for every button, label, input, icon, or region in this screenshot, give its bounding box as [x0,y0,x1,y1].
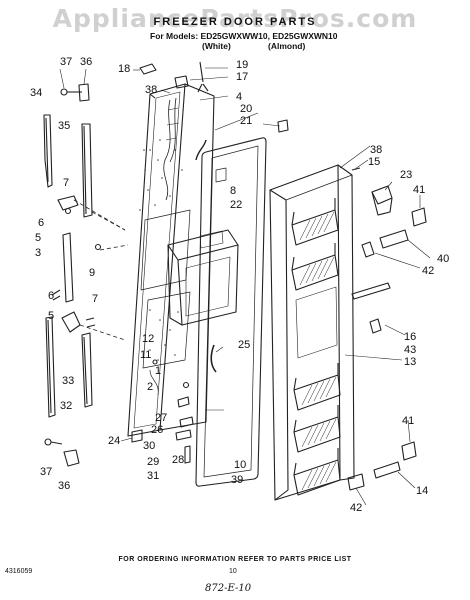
callout-37-bottom: 37 [40,466,53,478]
left-trim-parts [43,83,102,467]
callout-7-lower: 7 [92,293,99,305]
left-leader-lines [73,199,129,341]
callout-24: 24 [108,435,121,447]
callout-8: 8 [230,185,237,197]
callout-38-right: 38 [370,144,383,156]
right-side-parts [347,167,427,491]
callout-32: 32 [60,400,73,412]
callout-41-upper: 41 [413,184,426,196]
callout-42-lower: 42 [350,502,363,514]
callout-30: 30 [143,440,156,452]
callout-41-lower: 41 [402,415,415,427]
door-gasket [195,137,267,487]
models-line: For Models: ED25GWXWW10, ED25GWXWN10 [150,31,338,41]
callout-17: 17 [236,71,249,83]
callout-10: 10 [234,459,247,471]
outer-door [127,83,215,464]
callout-36-bottom: 36 [58,480,71,492]
callout-38-left: 38 [145,84,158,96]
callout-19: 19 [236,59,249,71]
callout-leader-lines [59,67,431,506]
document-number: 4316059 [5,568,33,575]
callout-35: 35 [58,120,71,132]
callout-39: 39 [231,474,244,486]
callout-36-top: 36 [80,56,93,68]
dispenser-housing [167,229,239,326]
callout-21: 21 [240,115,253,127]
callout-20: 20 [240,103,253,115]
callout-29: 29 [147,456,160,468]
callout-7-upper: 7 [63,177,70,189]
callout-40: 40 [437,253,450,265]
color-almond-label: (Almond) [268,41,306,51]
callout-34: 34 [30,87,43,99]
callout-28: 28 [172,454,185,466]
handwritten-note: 872-E-10 [205,583,252,594]
callout-6-upper: 6 [38,217,45,229]
callout-14: 14 [416,485,429,497]
callout-13: 13 [404,356,417,368]
top-small-parts [139,61,289,161]
callout-12: 12 [142,333,155,345]
callout-26: 26 [151,424,164,436]
callout-15: 15 [368,156,381,168]
callout-23: 23 [400,169,413,181]
callout-27: 27 [155,412,168,424]
callout-16: 16 [404,331,417,343]
callout-22: 22 [230,199,243,211]
callout-11: 11 [140,349,152,361]
callout-9: 9 [89,267,96,279]
callout-2: 2 [147,381,154,393]
callout-4: 4 [236,91,243,103]
callout-33: 33 [62,375,75,387]
page-number: 10 [229,568,237,575]
callout-5-lower: 5 [48,310,55,322]
watermark: AppliancePartsPros.com [52,4,418,33]
callout-3: 3 [35,247,42,259]
inner-door-liner [269,164,355,501]
callout-18: 18 [118,63,131,75]
color-white-label: (White) [202,41,231,51]
insulation-texture [139,139,183,361]
callout-1: 1 [155,365,162,377]
callout-43: 43 [404,344,417,356]
ordering-info-note: FOR ORDERING INFORMATION REFER TO PARTS … [118,556,352,563]
page-title: FREEZER DOOR PARTS [153,16,317,28]
callout-25: 25 [238,339,251,351]
callout-37-top: 37 [60,56,73,68]
callout-42-upper: 42 [422,265,435,277]
callout-6-lower: 6 [48,290,55,302]
callout-5-upper: 5 [35,232,42,244]
callout-31: 31 [147,470,160,482]
